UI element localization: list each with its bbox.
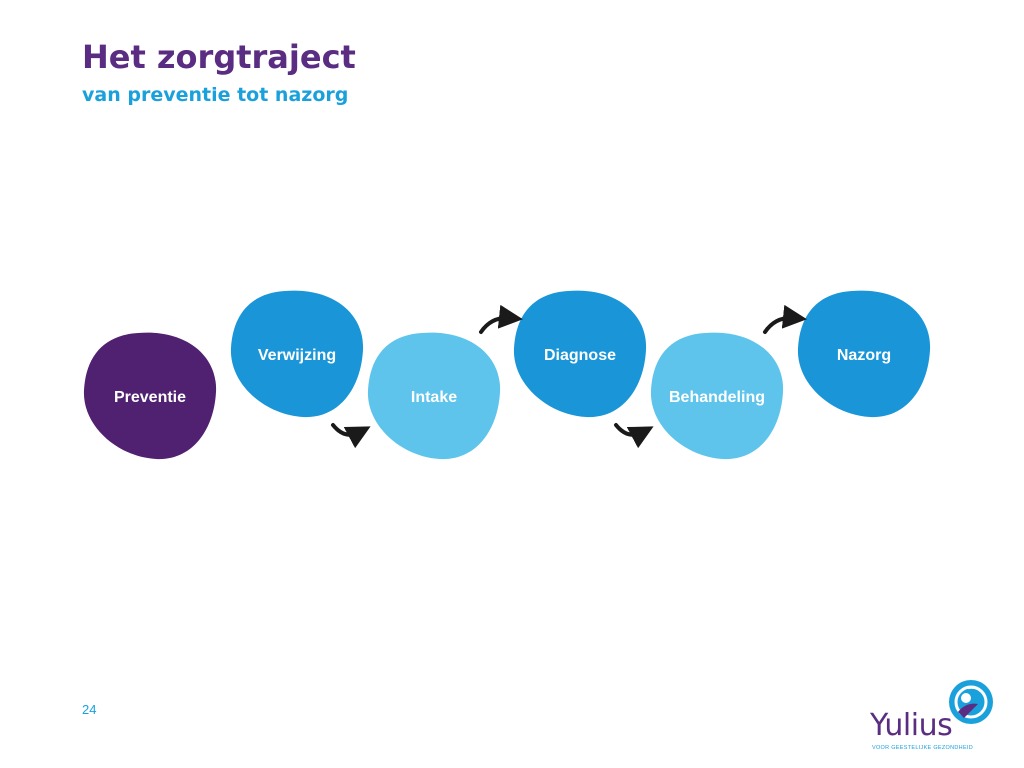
- curved-arrow-icon: [614, 423, 654, 449]
- step-blob: [513, 290, 647, 418]
- step-blob: [83, 332, 217, 460]
- page-number: 24: [82, 702, 97, 717]
- logo-tagline: VOOR GEESTELIJKE GEZONDHEID: [872, 745, 974, 751]
- step-label: Diagnose: [544, 347, 616, 364]
- slide-subtitle: van preventie tot nazorg: [82, 84, 349, 106]
- yulius-emblem-icon: [949, 680, 993, 724]
- step-nazorg: Nazorg: [797, 290, 931, 418]
- curved-arrow-icon: [479, 304, 523, 334]
- step-preventie: Preventie: [83, 332, 217, 460]
- step-label: Preventie: [114, 389, 186, 406]
- step-intake: Intake: [367, 332, 501, 460]
- step-behandeling: Behandeling: [650, 332, 784, 460]
- slide-title: Het zorgtraject: [82, 38, 356, 76]
- step-diagnose: Diagnose: [513, 290, 647, 418]
- step-label: Nazorg: [837, 347, 891, 364]
- curved-arrow-icon: [763, 304, 807, 334]
- curved-arrow-icon: [331, 423, 371, 449]
- logo-wordmark: Yulius: [870, 708, 953, 743]
- step-verwijzing: Verwijzing: [230, 290, 364, 418]
- step-label: Verwijzing: [258, 347, 336, 364]
- step-blob: [797, 290, 931, 418]
- step-label: Intake: [411, 389, 457, 406]
- step-blob: [230, 290, 364, 418]
- step-blob: [650, 332, 784, 460]
- step-blob: [367, 332, 501, 460]
- yulius-logo: Yulius VOOR GEESTELIJKE GEZONDHEID: [868, 678, 998, 758]
- step-label: Behandeling: [669, 389, 765, 406]
